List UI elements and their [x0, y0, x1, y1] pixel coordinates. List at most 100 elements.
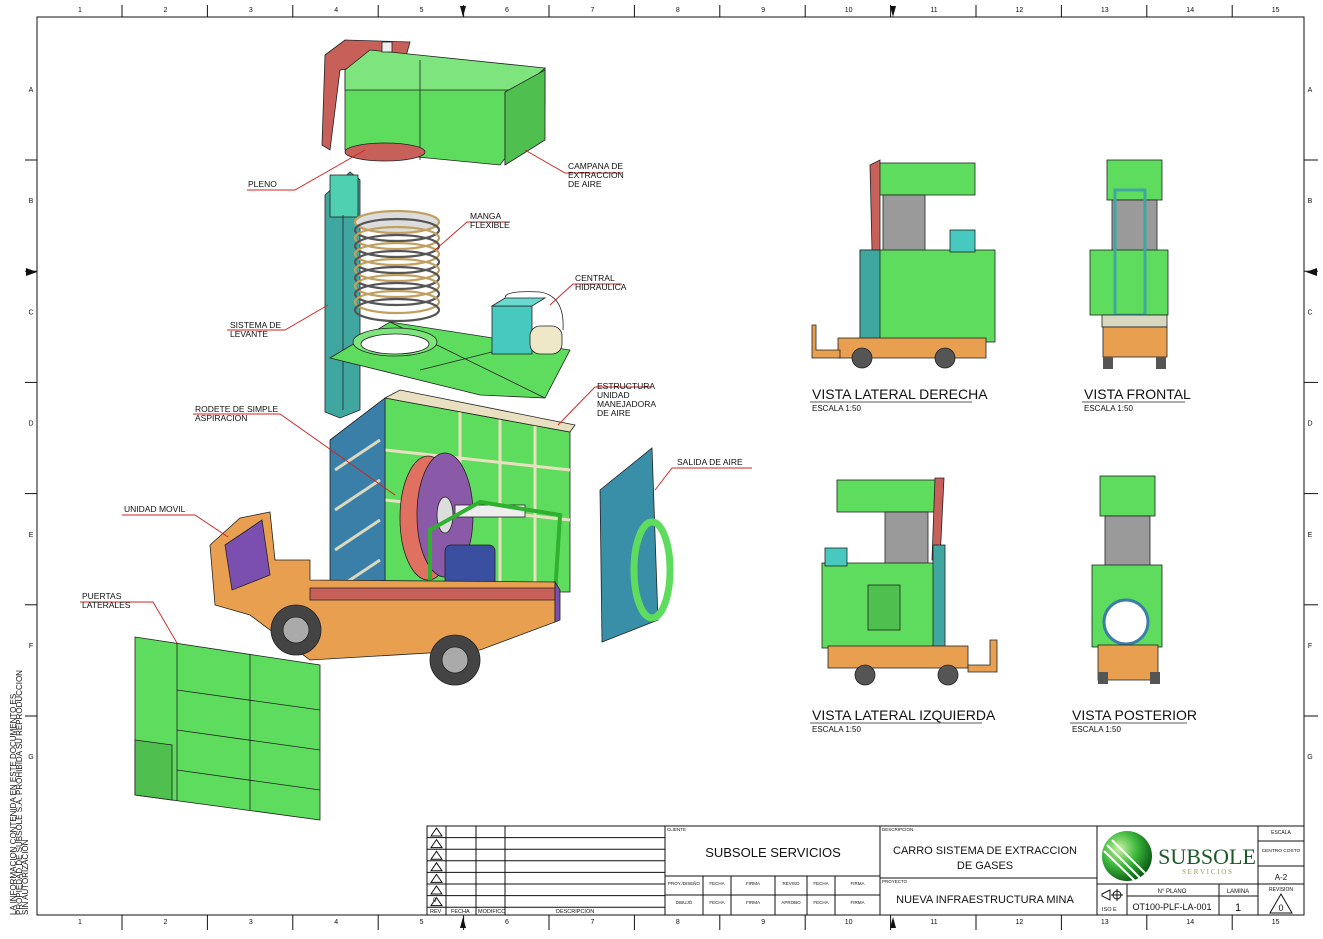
view-title: VISTA FRONTAL	[1084, 386, 1191, 402]
campana-extraccion	[321, 39, 546, 166]
callout-levante: SISTEMA DE	[230, 320, 281, 330]
margin-note: LA INFORMACION CONTENIDA EN ESTE DOCUMEN…	[9, 670, 30, 915]
callout-estructura: MANEJADORA	[597, 399, 656, 409]
column-label: 6	[505, 919, 509, 926]
signature-label: FIRMA	[746, 881, 760, 886]
iso-label: ISO E	[1102, 907, 1117, 913]
column-label: 13	[1101, 7, 1109, 14]
revision-triangle-icon	[430, 827, 443, 837]
callout-puertas: PUERTAS	[82, 591, 122, 601]
signature-label: APROBO	[781, 900, 801, 905]
row-label: C	[1307, 309, 1312, 316]
view-scale: ESCALA 1:50	[1084, 404, 1133, 413]
column-label: 13	[1101, 919, 1109, 926]
lamina-value: 1	[1235, 902, 1241, 914]
signature-label: REVISO	[782, 881, 800, 886]
row-label: G	[28, 754, 33, 761]
proyecto-value: NUEVA INFRAESTRUCTURA MINA	[896, 894, 1074, 906]
margin-note-line: PROPIEDAD DE SUBSOLE S.A. PROHIBIDA SU R…	[15, 670, 24, 915]
callout-puertas: LATERALES	[82, 600, 131, 610]
view-lateral-izquierda: VISTA LATERAL IZQUIERDA ESCALA 1:50	[810, 477, 998, 734]
salida-de-aire	[599, 447, 674, 643]
coil-ring	[353, 297, 441, 323]
row-label: A	[1308, 87, 1313, 94]
revision-triangle-icon	[430, 896, 443, 907]
callout-salida: SALIDA DE AIRE	[677, 457, 743, 467]
row-label: D	[28, 421, 33, 428]
column-label: 3	[249, 919, 253, 926]
cliente-label: CLIENTE	[667, 827, 686, 832]
column-label: 12	[1016, 7, 1024, 14]
column-label: 11	[930, 7, 937, 14]
signature-label: FIRMA	[851, 900, 865, 905]
centro-costo-value: A-2	[1275, 873, 1288, 882]
lamina-label: LAMINA	[1227, 889, 1249, 895]
view-scale: ESCALA 1:50	[812, 404, 861, 413]
column-label: 15	[1272, 919, 1280, 926]
column-label: 8	[676, 7, 680, 14]
row-label: A	[29, 87, 34, 94]
central-hidraulica	[490, 291, 564, 355]
fecha-header: FECHA	[451, 909, 470, 915]
callout-central: HIDRAULICA	[575, 282, 627, 292]
column-label: 8	[676, 919, 680, 926]
row-label: F	[29, 643, 33, 650]
callout-estructura: DE AIRE	[597, 408, 631, 418]
signature-label: FECHA	[709, 900, 724, 905]
logo-name: SUBSOLE	[1158, 844, 1256, 869]
column-label: 15	[1272, 7, 1280, 14]
view-title: VISTA POSTERIOR	[1072, 707, 1197, 723]
signature-label: FECHA	[813, 881, 828, 886]
column-label: 2	[163, 919, 167, 926]
callout-campana: EXTRACCION	[568, 170, 624, 180]
revision-label: REVISION	[1269, 887, 1293, 893]
column-label: 4	[334, 7, 338, 14]
column-label: 7	[590, 919, 594, 926]
signature-label: FIRMA	[746, 900, 760, 905]
descripcion-label: DESCRIPCION	[882, 827, 913, 832]
callout-unidad-movil: UNIDAD MOVIL	[124, 504, 186, 514]
plano-value: OT100-PLF-LA-001	[1132, 902, 1211, 912]
revision-triangle-icon	[1269, 893, 1293, 914]
manga-flexible	[353, 209, 441, 323]
column-label: 5	[420, 919, 424, 926]
view-scale: ESCALA 1:50	[1072, 725, 1121, 734]
view-posterior: VISTA POSTERIOR ESCALA 1:50	[1070, 475, 1197, 734]
view-frontal: VISTA FRONTAL ESCALA 1:50	[1082, 159, 1191, 413]
column-label: 7	[590, 7, 594, 14]
coil-ring	[353, 265, 441, 291]
margin-note-line: LA INFORMACION CONTENIDA EN ESTE DOCUMEN…	[9, 694, 18, 915]
modifico-header: MODIFICO	[478, 909, 506, 915]
revision-table: REV FECHA MODIFICO DESCRIPCION 0	[427, 826, 665, 915]
column-label: 1	[78, 919, 82, 926]
wheel	[429, 634, 481, 686]
callout-campana: DE AIRE	[568, 179, 602, 189]
proyecto-label: PROYECTO	[882, 879, 908, 884]
revision-triangle-icon	[430, 838, 443, 849]
center-arrow-icon	[890, 917, 896, 928]
puertas-laterales	[134, 636, 321, 821]
column-label: 4	[334, 919, 338, 926]
callout-estructura: ESTRUCTURA	[597, 381, 655, 391]
callout-estructura: UNIDAD	[597, 390, 630, 400]
column-label: 2	[163, 7, 167, 14]
coil-ring	[353, 257, 441, 283]
column-label: 14	[1186, 7, 1194, 14]
descripcion-value: DE GASES	[957, 860, 1013, 872]
plano-label: N° PLANO	[1158, 889, 1187, 895]
column-label: 10	[845, 7, 853, 14]
margin-note-line: SIN AUTORIZACION	[21, 839, 30, 915]
callout-campana: CAMPANA DE	[568, 161, 623, 171]
center-arrow-icon	[460, 917, 466, 928]
descripcion-header: DESCRIPCION	[556, 909, 594, 915]
row-label: B	[1308, 198, 1313, 205]
callout-pleno: PLENO	[248, 179, 277, 189]
column-label: 11	[930, 919, 937, 926]
row-label: D	[1307, 421, 1312, 428]
descripcion-value: CARRO SISTEMA DE EXTRACCION	[893, 845, 1077, 857]
callout-rodete: ASPIRACION	[195, 413, 247, 423]
signature-label: FIRMA	[851, 881, 865, 886]
subsole-logo: SUBSOLE S E R V I C I O S	[1102, 831, 1256, 882]
callout-manga: MANGA	[470, 211, 502, 221]
